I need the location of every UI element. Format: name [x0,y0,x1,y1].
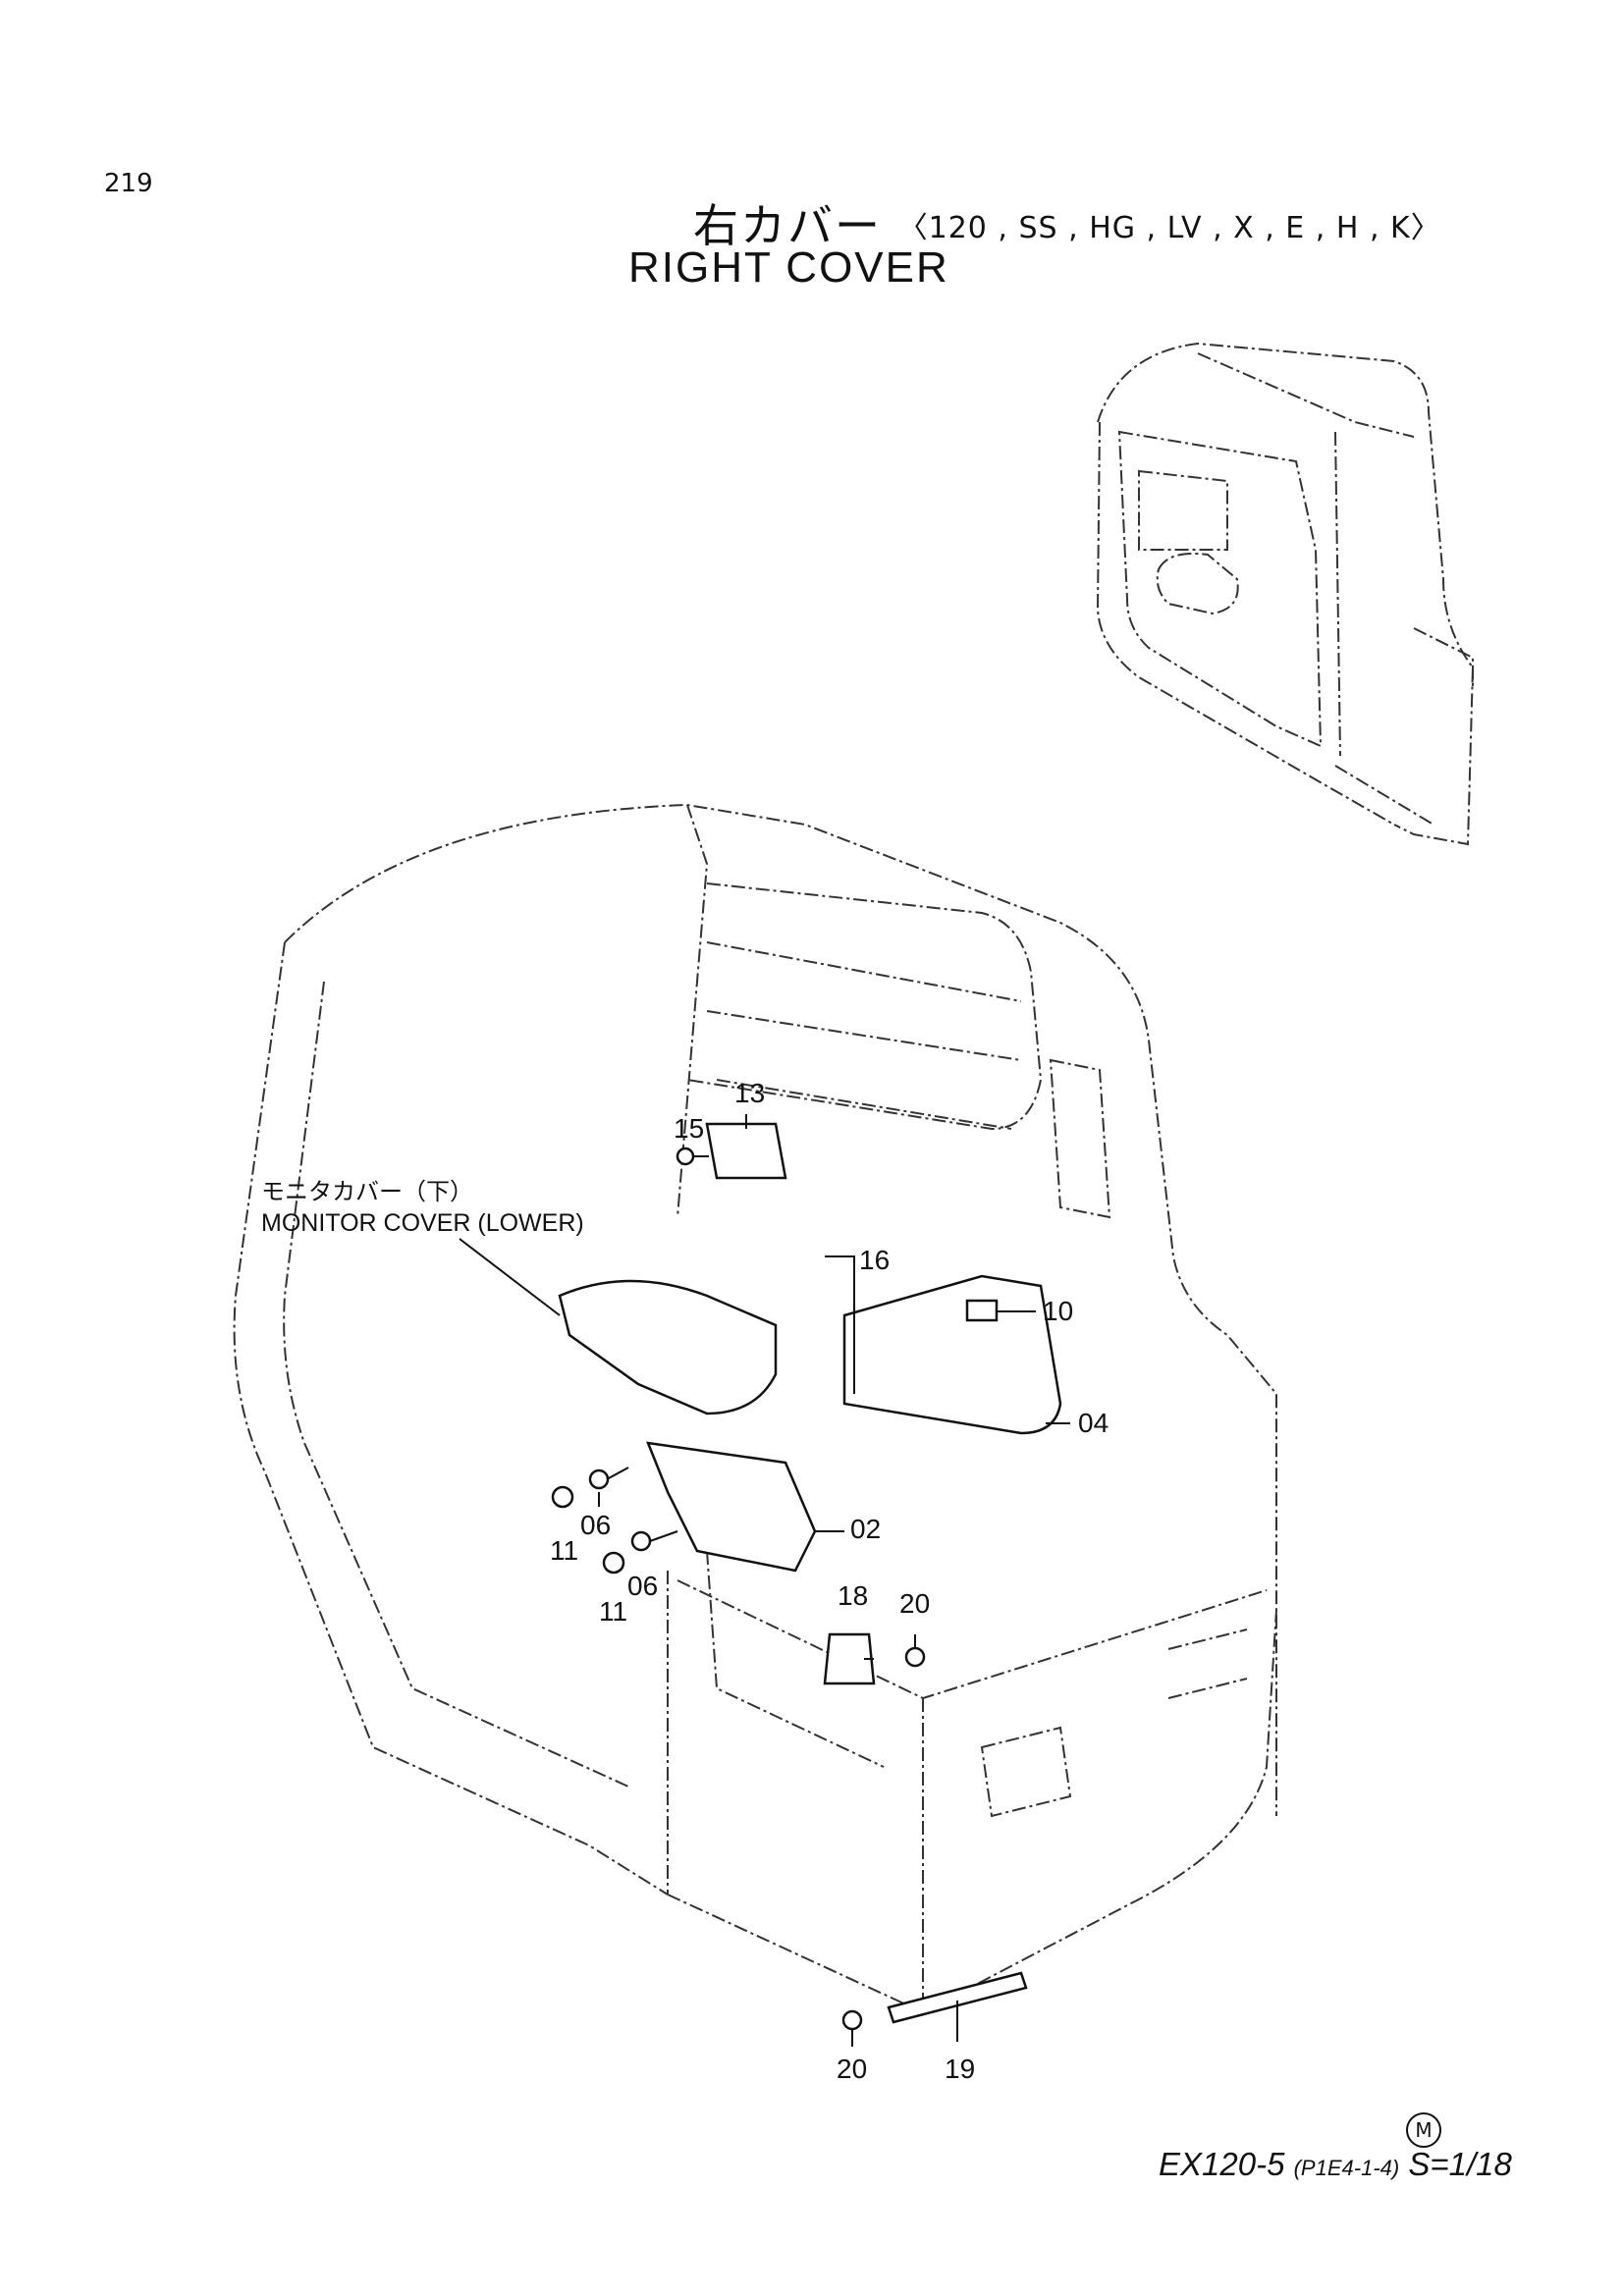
inset-cab-view [1096,342,1475,846]
footer: EX120-5 (P1E4-1-4) S=1/18 [1159,2146,1512,2183]
callout-20-a: 20 [899,1588,931,1619]
part-15-screw [676,1147,695,1166]
callout-18: 18 [838,1580,869,1611]
callout-06-a: 06 [580,1510,612,1540]
footer-scale: S=1/18 [1408,2146,1512,2182]
callout-04: 04 [1078,1408,1109,1438]
part-04-console [842,1274,1062,1435]
part-11-cap-b [602,1551,625,1575]
part-19-rod [887,1971,1028,2024]
part-18-block [823,1632,876,1685]
callout-16: 16 [859,1245,891,1275]
footer-code: (P1E4-1-4) [1293,2156,1400,2180]
title-japanese: 右カバー 〈120 , SS , HG , LV , X , E , H , K… [693,190,1441,255]
part-20-screw-b [841,2009,863,2031]
note-english: MONITOR COVER (LOWER) [261,1209,584,1237]
part-20-screw-a [904,1646,926,1668]
part-06-bolt-b [630,1530,652,1552]
footer-mark: M [1406,2112,1441,2148]
part-13-bracket [705,1122,787,1180]
part-06-bolt-a [588,1468,610,1490]
callout-02: 02 [850,1514,882,1544]
callout-13: 13 [734,1078,766,1108]
title-japanese-text: 右カバー [693,199,882,252]
part-02-side-panel [646,1441,817,1573]
main-cab-outline [233,803,1277,2014]
callout-10: 10 [1043,1296,1074,1326]
callout-11-b: 11 [599,1596,628,1627]
callout-06-b: 06 [627,1571,659,1601]
callout-19: 19 [945,2054,976,2084]
footer-model: EX120-5 [1159,2146,1285,2182]
page-number: 219 [104,169,153,198]
callout-20-b: 20 [837,2054,868,2084]
part-monitor-cover-lower [558,1279,778,1415]
title-english: RIGHT COVER [628,243,949,292]
note-japanese: モニタカバー（下） [261,1178,473,1205]
callout-15: 15 [674,1113,705,1144]
model-list: 〈120 , SS , HG , LV , X , E , H , K〉 [897,211,1441,245]
callout-11-a: 11 [550,1535,579,1566]
part-11-cap-a [551,1485,574,1509]
part-10-clip [965,1299,999,1322]
